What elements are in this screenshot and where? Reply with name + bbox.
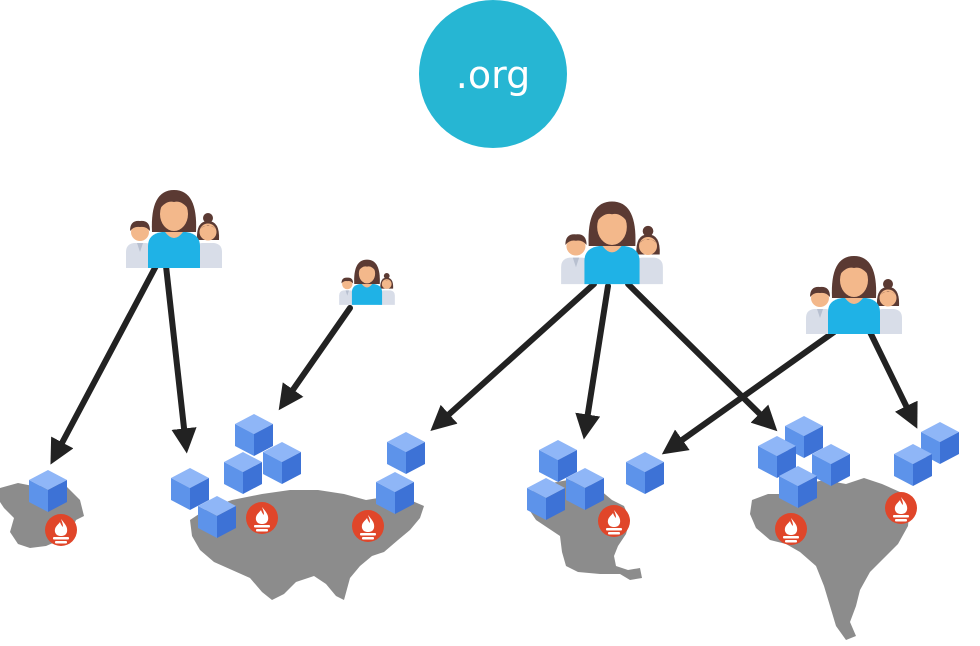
prometheus-icon [885,492,917,524]
prometheus-icon [45,514,77,546]
user-group-icon [126,190,222,268]
org-badge-label: .org [456,53,530,97]
arrow-group1-europe [50,263,159,465]
prometheus-icon [352,510,384,542]
access-arrows [50,263,918,465]
org-badge: .org [419,0,567,148]
arrow-group3-north-america-east [430,281,597,432]
node-cube-icon [235,414,273,456]
node-cube-icon [224,452,262,494]
arrow-group3-africa [575,283,611,440]
arrow-group1-north-america-west [163,263,197,454]
user-group-icon [561,201,663,284]
user-group-icon [806,256,902,334]
user-group-icon [339,260,395,305]
arrow-group4-africa-east [661,329,837,455]
arrow-group3-south-america [625,281,778,432]
user-groups [126,190,902,334]
region-south-america [750,478,910,640]
node-cube-icon [626,452,664,494]
arrow-group4-brazil-east [867,329,918,429]
prometheus-icon [598,505,630,537]
prometheus-icon [775,513,807,545]
region-maps [0,478,910,640]
node-cube-icon [387,432,425,474]
node-cube-icon [263,442,301,484]
prometheus-icon [246,502,278,534]
arrow-group2-north-america-central [278,305,353,411]
org-badge-circle [419,0,567,148]
